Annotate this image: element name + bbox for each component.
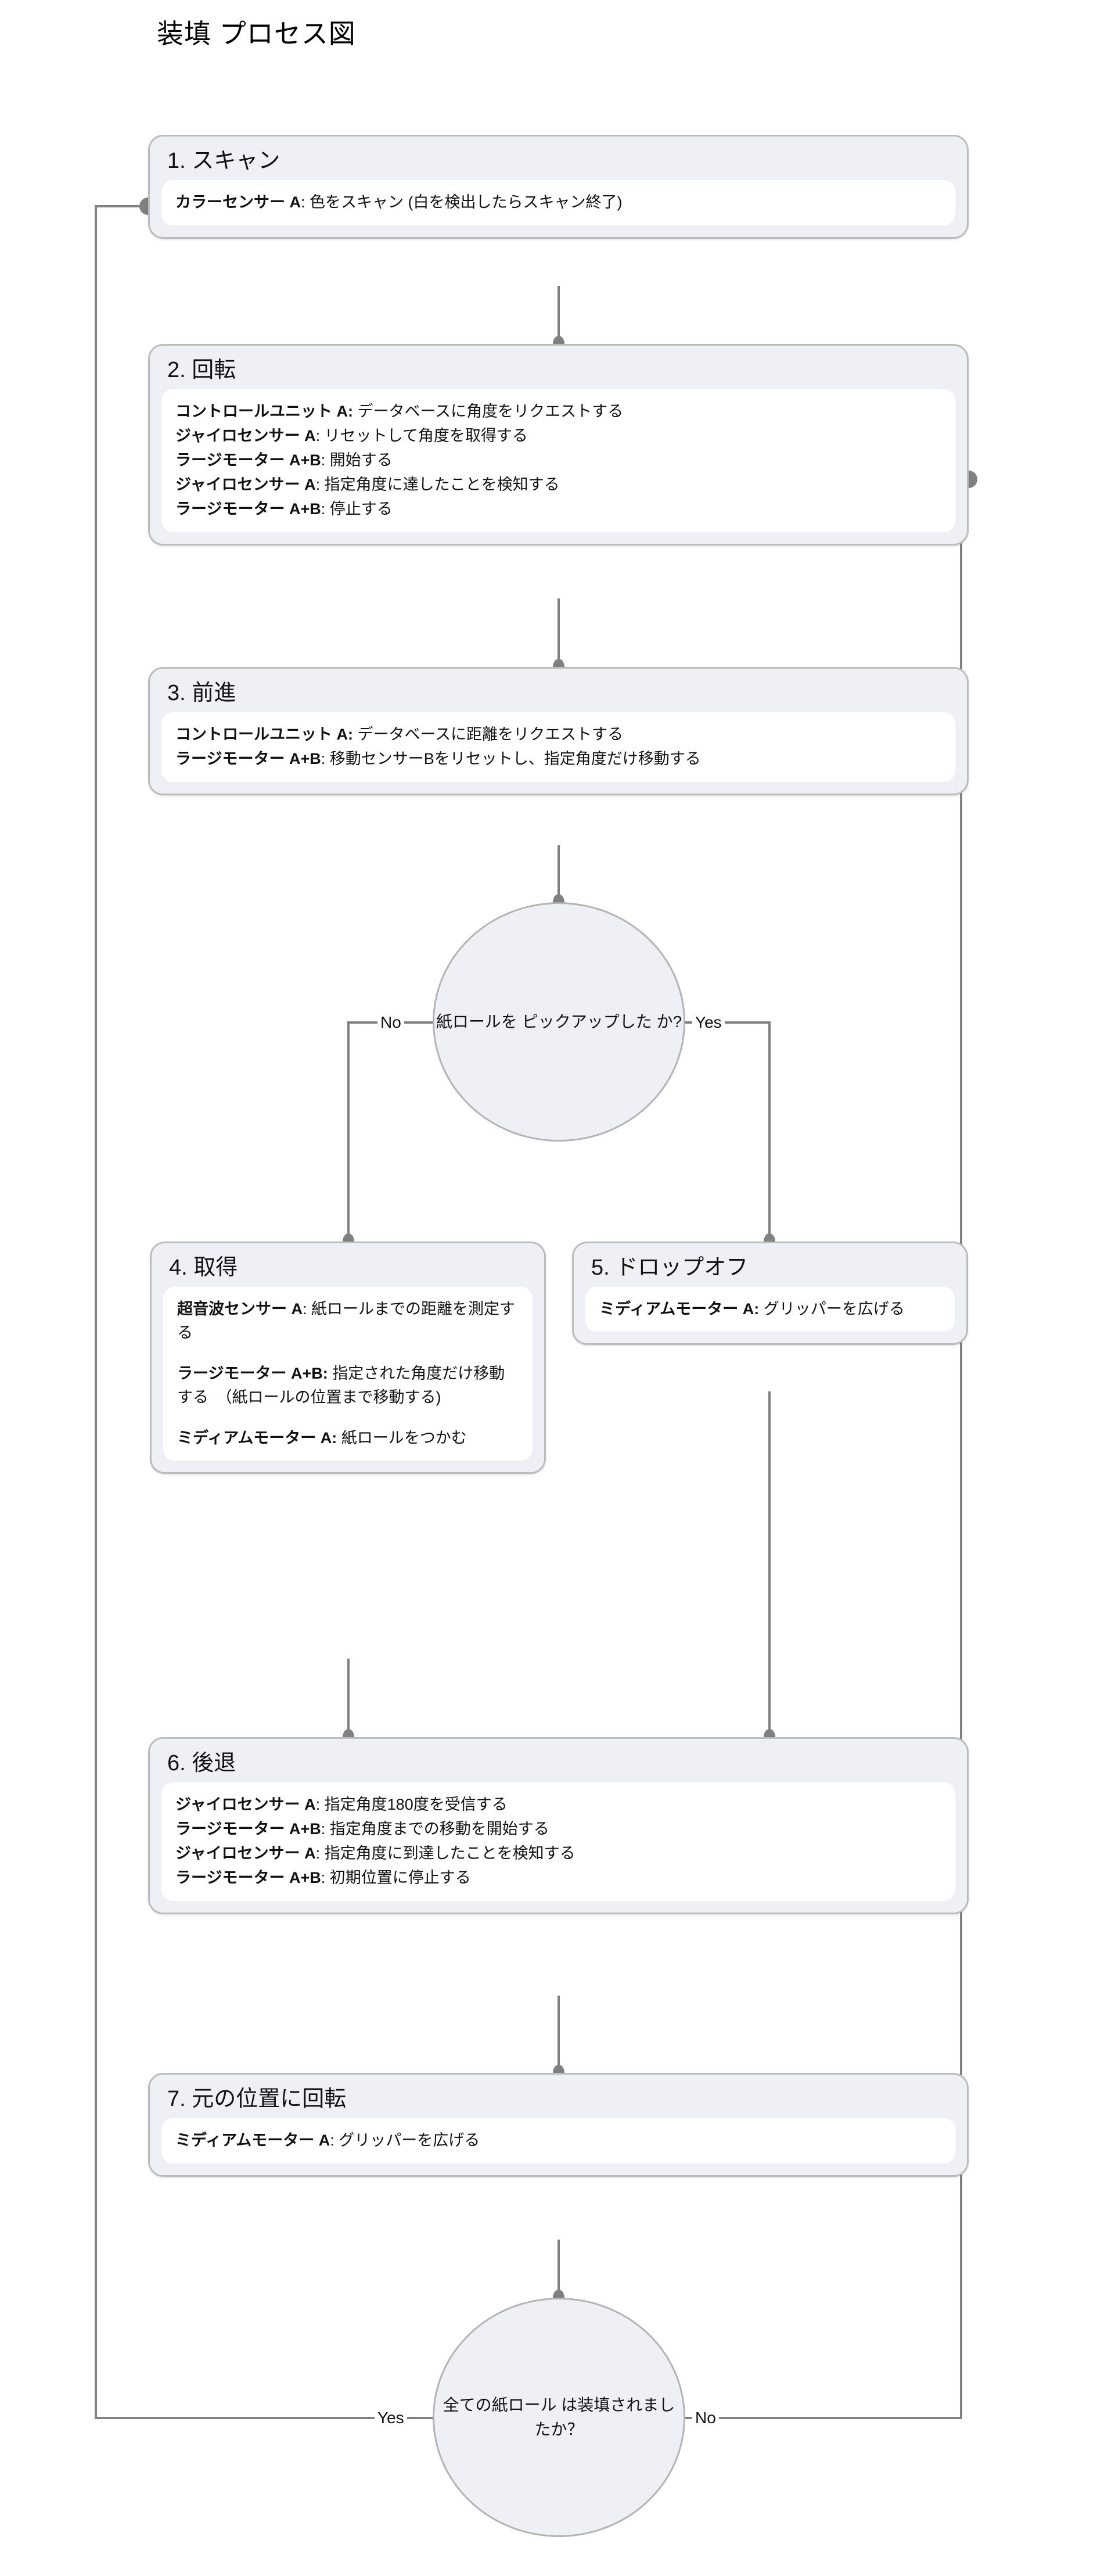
step6-line-0: ジャイロセンサー A: 指定角度180度を受信する: [175, 1793, 941, 1817]
step2-line-3-label: ジャイロセンサー A: [175, 475, 316, 493]
step6-line-1-text: : 指定角度までの移動を開始する: [321, 1820, 549, 1838]
page-title: 装填 プロセス図: [157, 19, 356, 49]
node-step4[interactable]: 4. 取得 超音波センサー A: 紙ロールまでの距離を測定する ラージモーター …: [150, 1242, 546, 1474]
step4-para-1-text: 指定された角度だけ移動する （紙ロールの位置まで移動する): [177, 1365, 505, 1406]
step2-line-4-text: : 停止する: [321, 500, 393, 518]
step2-line-2-label: ラージモーター A+B: [175, 451, 321, 469]
edge-label-decision2-yes: Yes: [375, 2410, 407, 2426]
step4-body: 超音波センサー A: 紙ロールまでの距離を測定する ラージモーター A+B: 指…: [163, 1287, 533, 1461]
step4-para-2: ミディアムモーター A: 紙ロールをつかむ: [177, 1426, 519, 1450]
edge-label-decision1-yes: Yes: [692, 1014, 725, 1031]
step4-heading: 4. 取得: [169, 1255, 238, 1280]
step7-line-0-text: : グリッパーを広げる: [330, 2132, 480, 2150]
node-decision1[interactable]: 紙ロールを ピックアップした か?: [433, 902, 685, 1142]
edge-label-decision2-no: No: [692, 2410, 719, 2426]
node-step1[interactable]: 1. スキャン カラーセンサー A: 色をスキャン (白を検出したらスキャン終了…: [148, 135, 969, 239]
step6-line-0-text: : 指定角度180度を受信する: [315, 1796, 508, 1814]
step5-body: ミディアムモーター A: グリッパーを広げる: [585, 1287, 955, 1332]
step2-line-1-text: : リセットして角度を取得する: [315, 427, 528, 445]
step6-line-3-text: : 初期位置に停止する: [321, 1868, 471, 1886]
decision1-text: 紙ロールを ピックアップした か?: [436, 1013, 682, 1031]
step2-line-1: ジャイロセンサー A: リセットして角度を取得する: [175, 424, 941, 449]
step1-line-0: カラーセンサー A: 色をスキャン (白を検出したらスキャン終了): [175, 191, 941, 215]
step4-para-1-label: ラージモーター A+B:: [177, 1365, 328, 1383]
step3-line-0: コントロールユニット A: データベースに距離をリクエストする: [175, 723, 941, 747]
step2-line-0-label: コントロールユニット A:: [175, 403, 353, 421]
node-step5[interactable]: 5. ドロップオフ ミディアムモーター A: グリッパーを広げる: [572, 1242, 968, 1345]
step4-para-0-text: : 紙ロールまでの距離を測定する: [177, 1300, 516, 1341]
step4-para-0-label: 超音波センサー A: [177, 1300, 303, 1318]
step4-para-2-label: ミディアムモーター A:: [177, 1429, 337, 1447]
step6-line-2-label: ジャイロセンサー A: [175, 1845, 316, 1863]
node-step6[interactable]: 6. 後退 ジャイロセンサー A: 指定角度180度を受信する ラージモーター …: [148, 1737, 969, 1914]
decision2-text: 全ての紙ロール は装填されまし たか？: [443, 2396, 675, 2438]
step6-line-2-text: : 指定角度に到達したことを検知する: [315, 1845, 576, 1863]
step1-heading: 1. スキャン: [167, 149, 280, 173]
step7-heading: 7. 元の位置に回転: [167, 2087, 347, 2111]
step1-line-0-label: カラーセンサー A: [175, 193, 301, 211]
step3-line-1: ラージモーター A+B: 移動センサーBをリセットし、指定角度だけ移動する: [175, 747, 941, 772]
node-decision2[interactable]: 全ての紙ロール は装填されまし たか？: [433, 2298, 685, 2537]
step1-line-0-text: : 色をスキャン (白を検出したらスキャン終了): [301, 193, 623, 211]
step4-para-0: 超音波センサー A: 紙ロールまでの距離を測定する: [177, 1297, 519, 1344]
step6-line-1: ラージモーター A+B: 指定角度までの移動を開始する: [175, 1817, 941, 1842]
step2-line-2-text: : 開始する: [321, 451, 393, 469]
step3-line-1-text: : 移動センサーBをリセットし、指定角度だけ移動する: [321, 750, 701, 768]
step7-line-0-label: ミディアムモーター A: [175, 2132, 330, 2150]
edge-label-decision1-no: No: [377, 1014, 404, 1031]
step2-line-4: ラージモーター A+B: 停止する: [175, 497, 941, 522]
step2-line-0: コントロールユニット A: データベースに角度をリクエストする: [175, 400, 941, 424]
step6-line-1-label: ラージモーター A+B: [175, 1820, 321, 1838]
step4-para-1: ラージモーター A+B: 指定された角度だけ移動する （紙ロールの位置まで移動す…: [177, 1362, 519, 1409]
step5-para-0: ミディアムモーター A: グリッパーを広げる: [599, 1297, 941, 1321]
step6-line-3-label: ラージモーター A+B: [175, 1868, 321, 1886]
step2-line-3-text: : 指定角度に達したことを検知する: [315, 475, 560, 493]
step7-body: ミディアムモーター A: グリッパーを広げる: [161, 2118, 955, 2164]
step5-para-0-label: ミディアムモーター A:: [599, 1300, 760, 1318]
step7-line-0: ミディアムモーター A: グリッパーを広げる: [175, 2129, 941, 2153]
step6-heading: 6. 後退: [167, 1751, 236, 1775]
step6-body: ジャイロセンサー A: 指定角度180度を受信する ラージモーター A+B: 指…: [161, 1782, 955, 1901]
node-step2[interactable]: 2. 回転 コントロールユニット A: データベースに角度をリクエストする ジャ…: [148, 344, 969, 546]
step2-line-1-label: ジャイロセンサー A: [175, 427, 316, 445]
step2-body: コントロールユニット A: データベースに角度をリクエストする ジャイロセンサー…: [161, 389, 955, 532]
step1-body: カラーセンサー A: 色をスキャン (白を検出したらスキャン終了): [161, 180, 955, 226]
step2-heading: 2. 回転: [167, 358, 236, 382]
step2-line-0-text: データベースに角度をリクエストする: [353, 403, 624, 421]
step2-line-2: ラージモーター A+B: 開始する: [175, 449, 941, 473]
step3-line-1-label: ラージモーター A+B: [175, 750, 321, 768]
step5-heading: 5. ドロップオフ: [591, 1255, 749, 1280]
step6-line-0-label: ジャイロセンサー A: [175, 1796, 316, 1814]
step3-line-0-text: データベースに距離をリクエストする: [353, 726, 624, 744]
step3-line-0-label: コントロールユニット A:: [175, 726, 353, 744]
step3-heading: 3. 前進: [167, 681, 236, 705]
step2-line-3: ジャイロセンサー A: 指定角度に達したことを検知する: [175, 473, 941, 497]
step2-line-4-label: ラージモーター A+B: [175, 500, 321, 518]
node-step3[interactable]: 3. 前進 コントロールユニット A: データベースに距離をリクエストする ラー…: [148, 667, 969, 796]
step3-body: コントロールユニット A: データベースに距離をリクエストする ラージモーター …: [161, 712, 955, 783]
step4-para-2-text: 紙ロールをつかむ: [337, 1429, 467, 1447]
step6-line-2: ジャイロセンサー A: 指定角度に到達したことを検知する: [175, 1842, 941, 1866]
step5-para-0-text: グリッパーを広げる: [759, 1300, 905, 1318]
step6-line-3: ラージモーター A+B: 初期位置に停止する: [175, 1866, 941, 1890]
node-step7[interactable]: 7. 元の位置に回転 ミディアムモーター A: グリッパーを広げる: [148, 2073, 969, 2177]
